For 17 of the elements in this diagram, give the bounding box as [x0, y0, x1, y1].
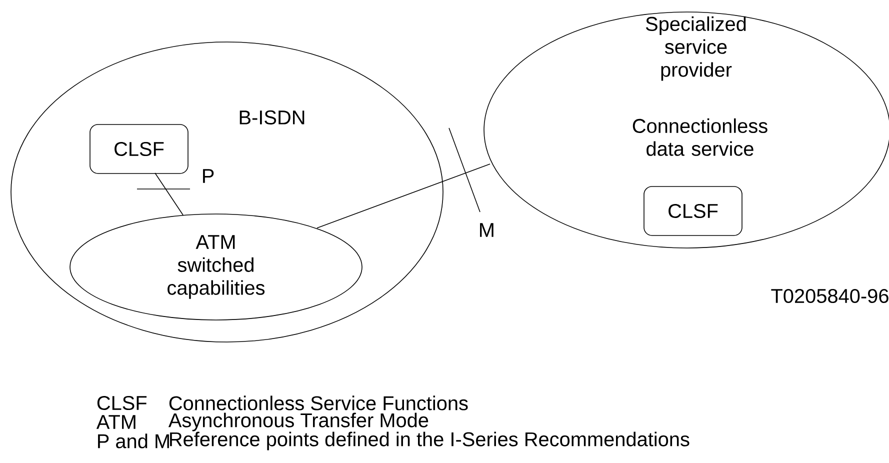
reference-point-label: M — [480, 223, 494, 237]
connector-line — [154, 172, 184, 216]
legend-text: Connectionless Service Functions — [169, 396, 468, 410]
figure-number: T0205840-96 — [771, 288, 888, 304]
reference-point-label: P — [203, 169, 214, 183]
legend-text: CLSF — [97, 396, 147, 410]
connector-line — [316, 164, 490, 228]
legend-text: Reference points defined in the I-Series Recommendations — [170, 432, 690, 450]
function-box: CLSF — [90, 124, 188, 174]
legend-text: Asynchronous Transfer Mode — [168, 412, 428, 432]
ellipse-label: Connectionless data service — [632, 118, 768, 156]
legend-text: ATM — [96, 415, 136, 429]
function-box: CLSF — [644, 186, 742, 236]
network-ellipse — [10, 42, 444, 342]
legend-text: P and M — [98, 434, 169, 448]
ellipse-label: Specialized service provider — [646, 16, 746, 81]
ellipse-label: B-ISDN — [240, 110, 304, 124]
